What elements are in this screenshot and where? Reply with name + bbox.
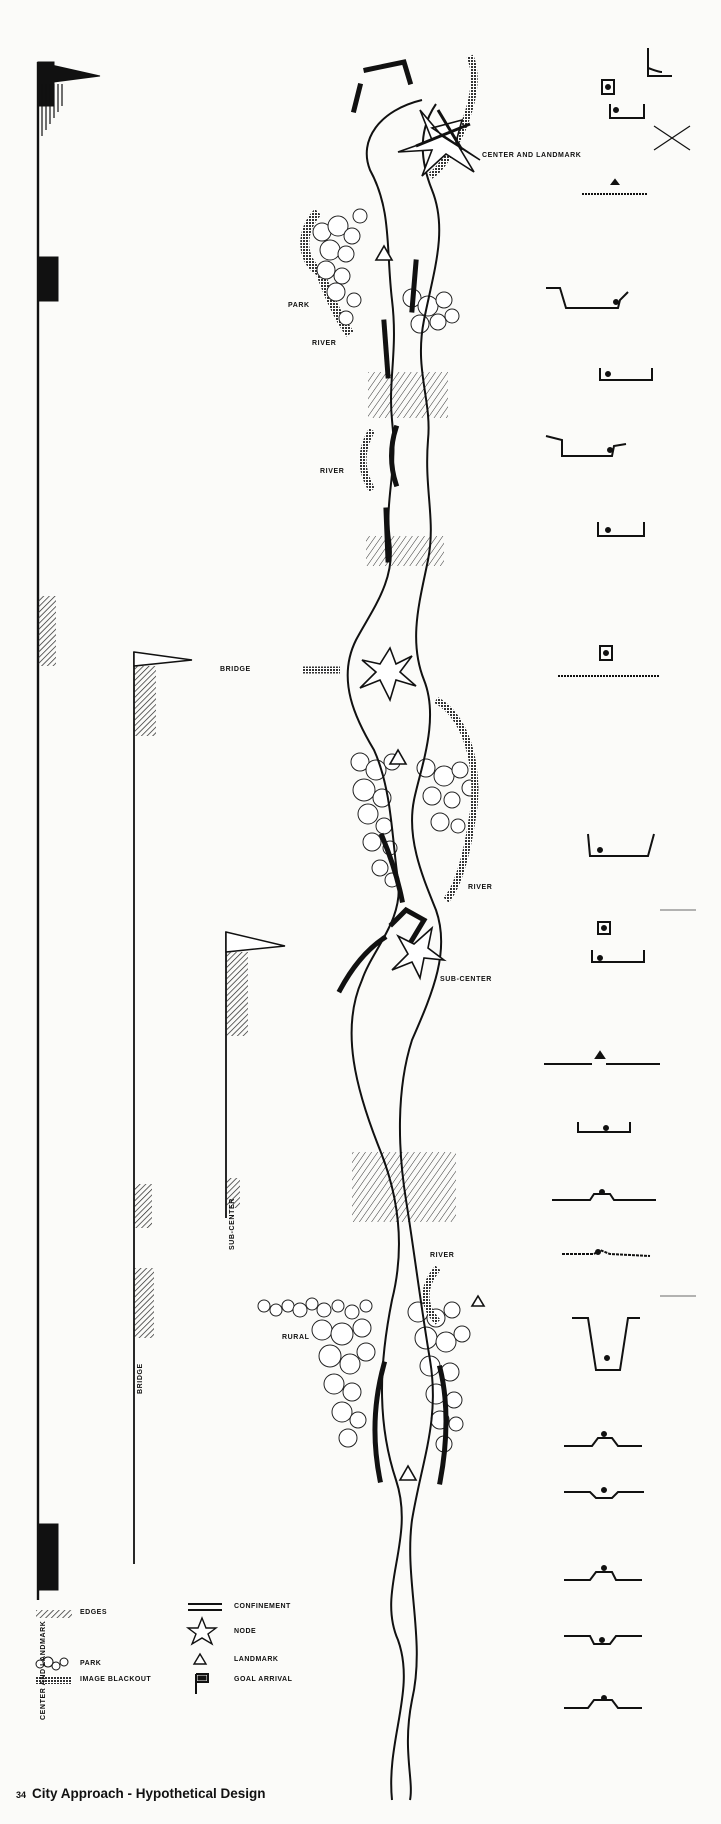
legend-edges: EDGES xyxy=(80,1609,107,1616)
legend-park: PARK xyxy=(80,1660,101,1667)
label-river-3: RIVER xyxy=(468,884,492,891)
figure-caption: 34 City Approach - Hypothetical Design xyxy=(16,1786,266,1801)
label-river-4: RIVER xyxy=(430,1252,454,1259)
section-glyphs xyxy=(544,48,696,1708)
legend-confinement: CONFINEMENT xyxy=(234,1603,291,1610)
label-sub-center: SUB-CENTER xyxy=(440,976,492,983)
label-river-1: RIVER xyxy=(312,340,336,347)
vlabel-center-and-landmark: CENTER AND LANDMARK xyxy=(40,1621,47,1720)
park-cluster-upper xyxy=(305,209,459,334)
vlabel-sub-center: SUB-CENTER xyxy=(229,1198,236,1250)
label-bridge: BRIDGE xyxy=(220,666,251,673)
label-center-and-landmark: CENTER AND LANDMARK xyxy=(482,152,581,159)
legend-node: NODE xyxy=(234,1628,256,1635)
page-number: 34 xyxy=(16,1790,26,1800)
timeline-sub-center xyxy=(226,932,285,1218)
label-river-2: RIVER xyxy=(320,468,344,475)
node-star-sub-center xyxy=(392,928,444,978)
label-park: PARK xyxy=(288,302,310,309)
timeline-center-and-landmark xyxy=(38,62,100,1600)
legend-goal-arrival: GOAL ARRIVAL xyxy=(234,1676,292,1683)
legend-image-blackout: IMAGE BLACKOUT xyxy=(80,1676,151,1683)
caption-title: City Approach - Hypothetical Design xyxy=(32,1786,266,1801)
node-star-bridge xyxy=(360,648,416,700)
legend-landmark: LANDMARK xyxy=(234,1656,278,1663)
vlabel-bridge: BRIDGE xyxy=(137,1363,144,1394)
label-rural: RURAL xyxy=(282,1334,310,1341)
timeline-bridge xyxy=(134,652,192,1564)
